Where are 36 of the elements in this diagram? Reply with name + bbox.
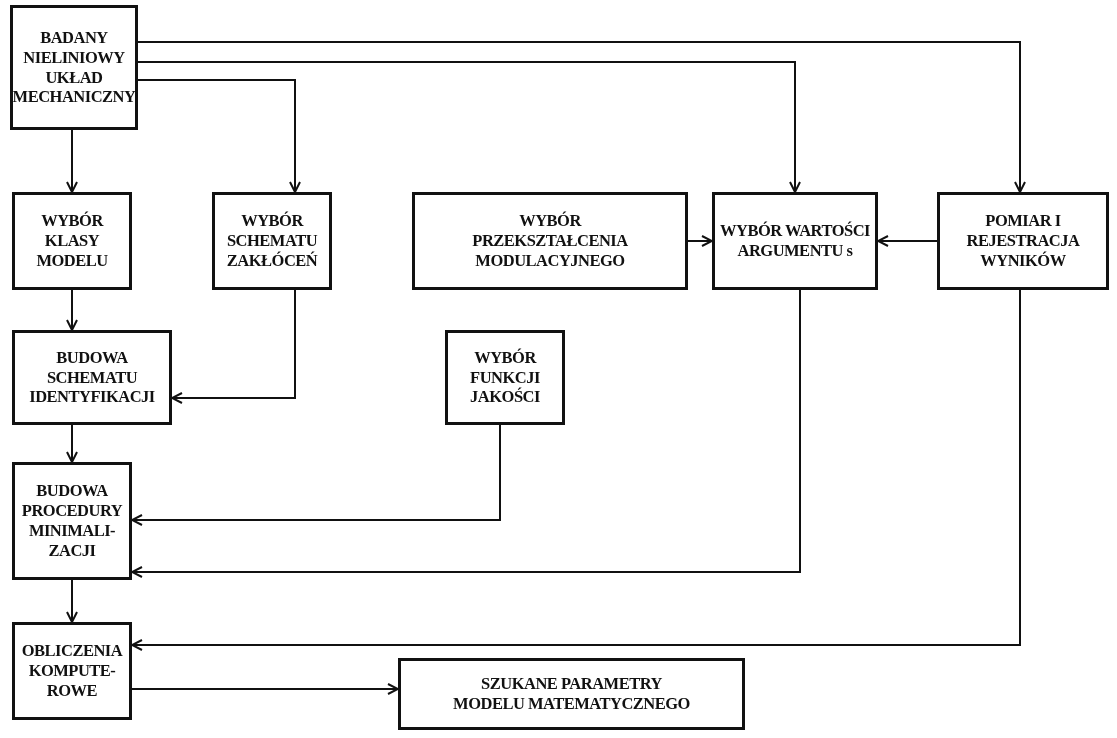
process-box [10,5,138,130]
box-label: BUDOWA PROCEDURY MINIMALI- ZACJI [20,481,124,561]
box-label: WYBÓR FUNKCJI JAKOŚCI [469,347,541,408]
box-label: WYBÓR WARTOŚCI ARGUMENTU s [719,221,871,261]
box-label: WYBÓR PRZEKSZTAŁCENIA MODULACYJNEGO [471,211,629,271]
box-label: BADANY NIELINIOWY UKŁAD MECHANICZNY [12,27,136,108]
process-box [212,192,332,290]
box-label: WYBÓR SCHEMATU ZAKŁÓCEŃ [225,211,319,271]
process-box [12,622,132,720]
arrow [877,235,938,247]
arrow [131,683,399,695]
arrow [66,129,78,193]
box-label: POMIAR I REJESTRACJA WYNIKÓW [965,211,1081,271]
arrow [66,424,78,463]
box-label: WYBÓR KLASY MODELU [35,211,109,271]
process-box [12,462,132,580]
process-box [398,658,745,730]
arrow [131,289,801,578]
arrow [137,41,1026,193]
arrow [137,61,801,193]
arrow [131,424,501,526]
box-label: BUDOWA SCHEMATU IDENTYFIKACJI [28,347,156,408]
arrow [66,289,78,331]
process-box [12,330,172,425]
process-box [937,192,1109,290]
box-label: OBLICZENIA KOMPUTE- ROWE [20,641,124,701]
arrow [171,289,296,404]
process-box [445,330,565,425]
process-box [12,192,132,290]
process-box [412,192,688,290]
arrow [687,235,713,247]
box-label: SZUKANE PARAMETRY MODELU MATEMATYCZNEGO [452,674,691,714]
process-box [712,192,878,290]
arrow [131,289,1021,651]
arrow [66,579,78,623]
arrow [137,79,301,193]
